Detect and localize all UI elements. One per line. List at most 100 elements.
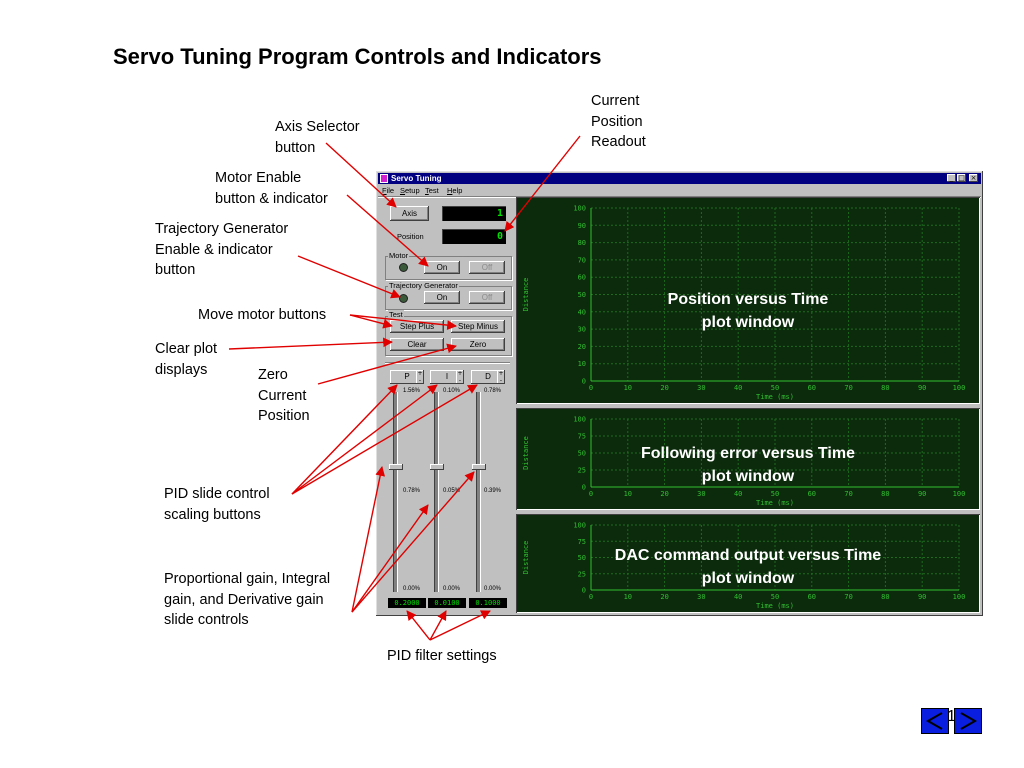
x-tick-label: 0	[589, 490, 593, 498]
y-tick-label: 0	[582, 378, 586, 386]
trajectory-off-button[interactable]: Off	[469, 291, 505, 304]
test-group-label: Test	[388, 310, 404, 319]
pid-p-scale-button[interactable]: P	[390, 370, 424, 384]
trajectory-on-button[interactable]: On	[424, 291, 460, 304]
pid-p-slider-thumb[interactable]	[389, 464, 403, 470]
spin-down-icon[interactable]: -	[418, 377, 422, 384]
x-tick-label: 70	[844, 490, 852, 498]
motor-off-button[interactable]: Off	[469, 261, 505, 274]
pid-p-spin[interactable]: +-	[416, 370, 424, 384]
x-tick-label: 80	[881, 593, 889, 601]
y-tick-label: 10	[578, 360, 586, 368]
callout-clear-plot: Clear plot displays	[155, 341, 218, 378]
prev-slide-button[interactable]	[921, 708, 949, 734]
x-axis-label: Time (ms)	[756, 393, 794, 401]
x-tick-label: 90	[918, 384, 926, 392]
slide-title: Servo Tuning Program Controls and Indica…	[113, 44, 602, 69]
pid-p-track[interactable]	[394, 392, 397, 592]
pid-i-track[interactable]	[435, 392, 438, 592]
arrow-left-icon	[925, 712, 943, 730]
minimize-button[interactable]: _	[947, 174, 956, 182]
panel-divider	[385, 362, 510, 363]
x-tick-label: 20	[660, 384, 668, 392]
x-tick-label: 70	[844, 593, 852, 601]
y-tick-label: 50	[578, 554, 586, 562]
arrow-clear	[228, 337, 393, 350]
zero-button[interactable]: Zero	[451, 338, 505, 351]
spin-up-icon[interactable]: +	[498, 370, 504, 377]
x-tick-label: 40	[734, 490, 742, 498]
x-tick-label: 100	[953, 384, 966, 392]
menu-test[interactable]: Test	[425, 186, 439, 195]
menu-file[interactable]: File	[382, 186, 395, 195]
x-tick-label: 50	[771, 593, 779, 601]
y-tick-label: 100	[573, 205, 586, 213]
axis-readout: 1	[442, 206, 506, 221]
x-tick-label: 80	[881, 490, 889, 498]
callout-trajectory: Trajectory Generator Enable & indicator …	[155, 221, 289, 278]
following-error-plot-title: Following error versus Time plot window	[641, 445, 855, 485]
next-slide-button[interactable]	[954, 708, 982, 734]
x-tick-label: 80	[881, 384, 889, 392]
x-tick-label: 0	[589, 384, 593, 392]
arrow-step-plus	[349, 314, 393, 329]
x-axis-label: Time (ms)	[756, 499, 794, 507]
pid-d-slider-thumb[interactable]	[472, 464, 486, 470]
pid-d-track[interactable]	[477, 392, 480, 592]
arrow-filter-i	[429, 610, 447, 641]
pid-p-mid-label: 0.78%	[403, 488, 421, 494]
position-plot-title: Position versus Time plot window	[667, 291, 829, 331]
x-tick-label: 70	[844, 384, 852, 392]
arrow-current-position	[504, 135, 581, 232]
y-axis-label: Distance	[522, 436, 530, 470]
axis-button[interactable]: Axis	[390, 206, 429, 221]
arrow-gain-i	[351, 504, 429, 613]
trajectory-indicator	[399, 294, 408, 303]
pid-i-spin[interactable]: +-	[456, 370, 464, 384]
spin-up-icon[interactable]: +	[457, 370, 463, 377]
spin-down-icon[interactable]: -	[499, 377, 503, 384]
callout-pid-filter: PID filter settings	[387, 648, 497, 664]
motor-indicator	[399, 263, 408, 272]
y-tick-label: 40	[578, 308, 586, 316]
dac-plot-title: DAC command output versus Time plot wind…	[614, 547, 882, 587]
y-tick-label: 0	[582, 484, 586, 492]
y-tick-label: 90	[578, 222, 586, 230]
window-titlebar[interactable]	[378, 173, 981, 184]
app-icon[interactable]	[380, 174, 388, 183]
pid-d-spin[interactable]: +-	[497, 370, 505, 384]
pid-i-scale-button[interactable]: I	[430, 370, 464, 384]
menu-help[interactable]: Help	[447, 186, 463, 195]
x-tick-label: 60	[808, 593, 816, 601]
x-tick-label: 90	[918, 490, 926, 498]
maximize-button[interactable]: □	[957, 174, 966, 182]
y-tick-label: 20	[578, 343, 586, 351]
clear-button[interactable]: Clear	[390, 338, 444, 351]
menu-setup[interactable]: Setup	[400, 186, 420, 195]
position-readout: 0	[442, 229, 506, 244]
x-tick-label: 30	[697, 384, 705, 392]
pid-p-value: 0.2000	[388, 598, 426, 608]
spin-up-icon[interactable]: +	[417, 370, 423, 377]
close-button[interactable]: ×	[969, 174, 978, 182]
y-tick-label: 25	[578, 467, 586, 475]
pid-i-slider-thumb[interactable]	[430, 464, 444, 470]
y-tick-label: 100	[573, 522, 586, 530]
callout-move-motor: Move motor buttons	[198, 307, 327, 323]
position-label: Position	[397, 232, 424, 241]
y-tick-label: 80	[578, 239, 586, 247]
pid-i-value: 0.0100	[428, 598, 466, 608]
window-title: Servo Tuning	[391, 174, 442, 183]
arrow-gain-d	[351, 471, 475, 613]
spin-down-icon[interactable]: -	[458, 377, 462, 384]
pid-p-top-label: 1.56%	[403, 388, 421, 394]
arrow-scale-p	[291, 384, 398, 495]
pid-i-mid-label: 0.05%	[443, 488, 461, 494]
pid-d-scale-button[interactable]: D	[471, 370, 505, 384]
arrow-step-minus	[349, 314, 457, 330]
x-tick-label: 60	[808, 384, 816, 392]
step-minus-button[interactable]: Step Minus	[451, 320, 505, 333]
motor-on-button[interactable]: On	[424, 261, 460, 274]
